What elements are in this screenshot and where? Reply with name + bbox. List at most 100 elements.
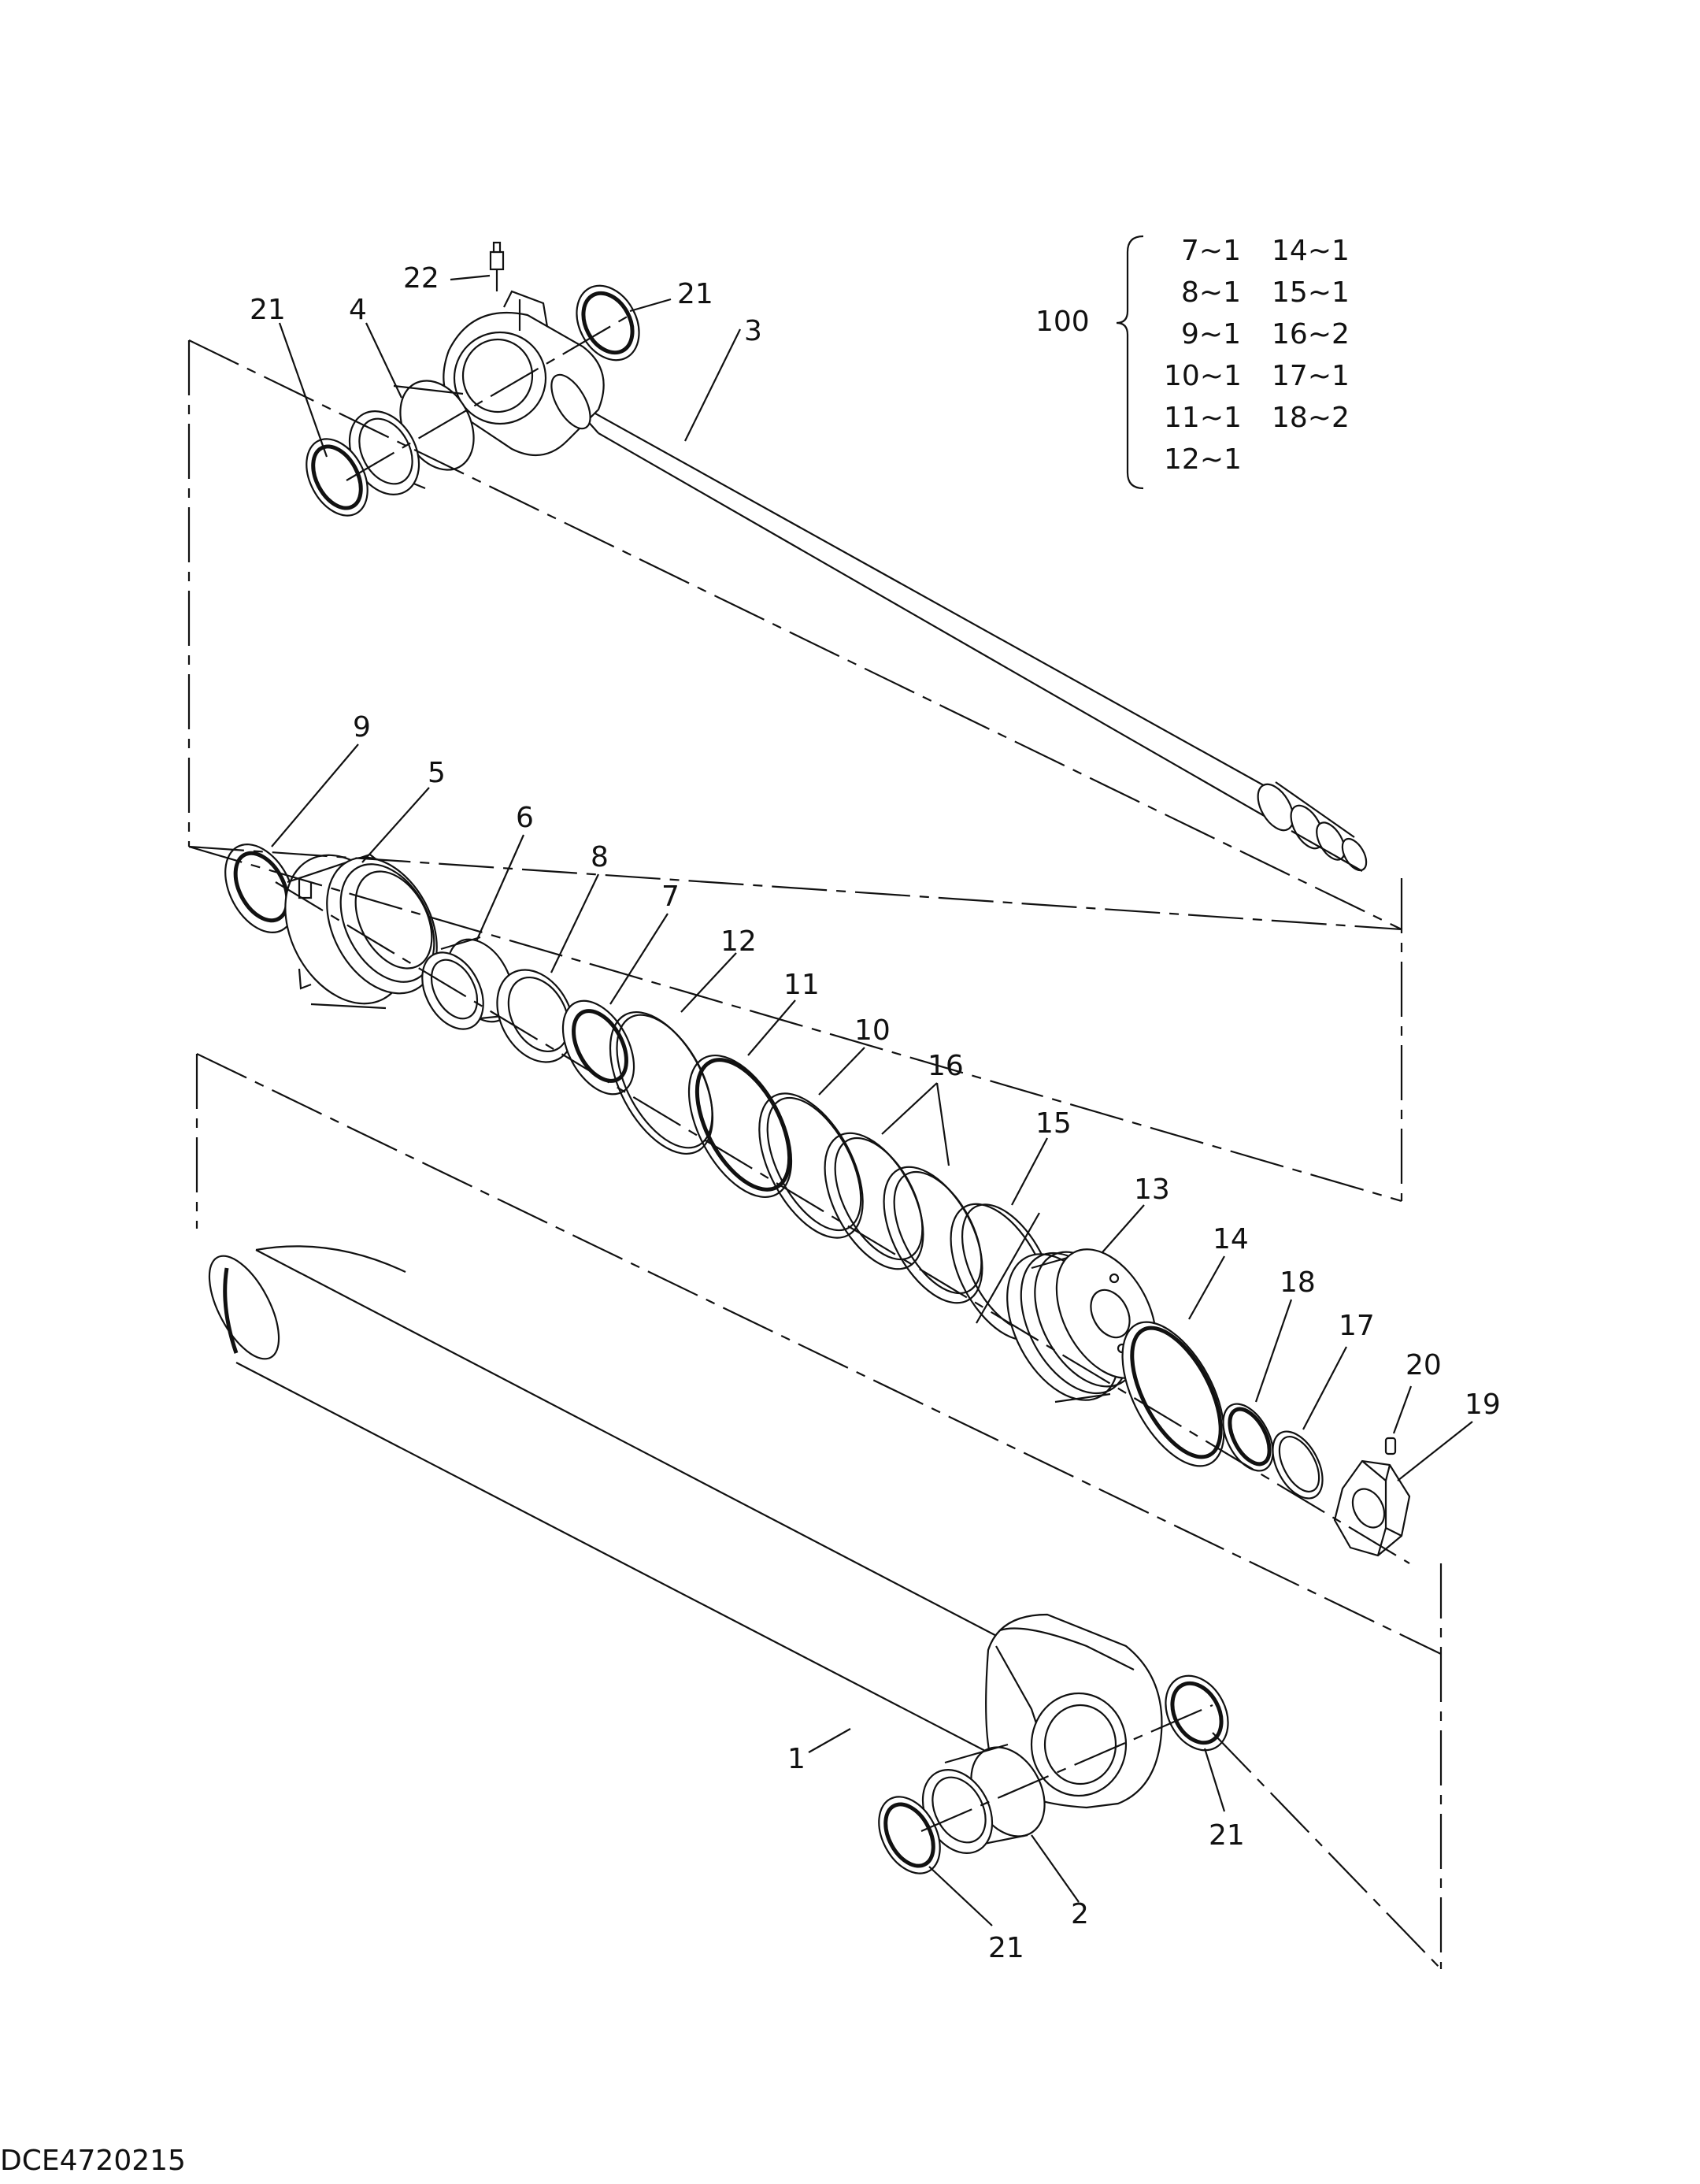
kit-qty: 1 [1224,443,1242,476]
slide-ring-part-16-b [883,1166,983,1304]
callout-15: 15 [1035,1107,1072,1140]
kit-qty: 1 [1331,235,1350,267]
callout-22: 22 [403,262,439,295]
kit-sep: ~ [1308,318,1331,350]
bushing-part-4 [348,380,475,495]
kit-part: 10 [1164,360,1200,392]
kit-part: 17 [1272,360,1308,392]
callout-2: 2 [1071,1898,1089,1930]
callout-21-tube-left: 21 [988,1932,1024,1964]
callout-21-tube-right: 21 [1209,1819,1245,1852]
kit-part: 15 [1272,276,1308,309]
backup-ring-part-18 [1222,1403,1274,1472]
svg-text:14~1: 14~1 [1272,235,1350,267]
kit-part: 8 [1181,276,1199,309]
kit-qty: 1 [1224,402,1242,434]
kit-part: 7 [1181,235,1199,267]
kit-brace [1116,235,1144,490]
dust-seal-part-9 [224,844,295,933]
kit-sep: ~ [1200,443,1224,476]
svg-text:15~1: 15~1 [1272,276,1350,309]
kit-qty: 1 [1223,318,1241,350]
dust-seal-part-21-tube-left [878,1796,941,1874]
callout-7: 7 [661,881,680,913]
dust-seal-part-21-rod-right [576,284,640,362]
ring-part-11 [687,1054,793,1199]
callout-8: 8 [591,841,609,873]
svg-text:12~1: 12~1 [1164,443,1242,476]
callout-11: 11 [783,969,820,1001]
svg-text:9~1: 9~1 [1181,318,1241,350]
kit-number: 100 [1035,306,1090,338]
kit-sep: ~ [1200,402,1224,434]
callout-20: 20 [1406,1349,1442,1381]
o-ring-part-17 [1272,1430,1324,1500]
kit-sep: ~ [1308,235,1331,267]
kit-qty: 1 [1331,276,1350,309]
callout-21-rod-left: 21 [250,294,286,326]
document-code: DCE4720215 [0,2145,186,2177]
leader-lines [271,274,1473,1926]
kit-sep: ~ [1199,276,1223,309]
seal-ring-part-14 [1121,1321,1225,1467]
svg-text:8~1: 8~1 [1181,276,1241,309]
callout-9: 9 [353,711,371,743]
callout-17: 17 [1339,1310,1375,1342]
kit-part: 12 [1164,443,1200,476]
kit-column-right: 14~1 15~1 16~2 17~1 18~2 [1272,235,1350,434]
svg-text:17~1: 17~1 [1272,360,1350,392]
kit-sep: ~ [1308,276,1331,309]
callout-12: 12 [720,925,757,958]
cylinder-tube-part-1 [208,1245,1163,1809]
kit-qty: 2 [1331,318,1350,350]
nut-part-19 [1333,1459,1411,1557]
seal-kit-legend: 100 7~1 8~1 9~1 10~1 11~1 12~1 14~1 15~1… [1035,235,1350,490]
dust-seal-part-21-rod-left [306,438,369,517]
svg-text:18~2: 18~2 [1272,402,1350,434]
kit-part: 9 [1181,318,1199,350]
callout-19: 19 [1465,1389,1501,1421]
callout-10: 10 [854,1014,891,1047]
callout-16: 16 [928,1050,964,1082]
kit-part: 16 [1272,318,1308,350]
ring-part-8 [496,969,575,1063]
kit-sep: ~ [1199,235,1223,267]
kit-sep: ~ [1308,402,1331,434]
callout-5: 5 [428,757,446,789]
callout-6: 6 [516,802,534,834]
ring-part-10 [758,1092,864,1239]
callout-13: 13 [1134,1174,1170,1206]
kit-sep: ~ [1200,360,1224,392]
dust-seal-part-21-tube-right [1165,1674,1229,1752]
kit-part: 18 [1272,402,1308,434]
piston-rod-part-3 [443,290,1368,872]
callout-labels: 22 21 21 4 3 9 5 6 8 7 12 11 10 16 15 13… [250,262,1501,1964]
kit-column-left: 7~1 8~1 9~1 10~1 11~1 12~1 [1164,235,1242,476]
kit-qty: 2 [1331,402,1350,434]
kit-qty: 1 [1223,235,1241,267]
kit-part: 14 [1272,235,1308,267]
svg-text:11~1: 11~1 [1164,402,1242,434]
kit-qty: 1 [1331,360,1350,392]
kit-qty: 1 [1223,276,1241,309]
cylinder-head-part-5 [284,853,438,1010]
kit-sep: ~ [1308,360,1331,392]
svg-text:10~1: 10~1 [1164,360,1242,392]
callout-14: 14 [1213,1223,1249,1255]
callout-18: 18 [1280,1266,1316,1299]
assembly-axis-lines [187,314,1443,1970]
kit-qty: 1 [1224,360,1242,392]
piston-part-13 [1006,1248,1157,1403]
set-screw-part-20 [1384,1437,1397,1455]
callout-21-rod-right: 21 [677,278,713,310]
grease-fitting-part-22 [489,241,505,291]
kit-sep: ~ [1199,318,1223,350]
bushing-part-2 [921,1743,1046,1854]
slide-ring-part-16-a [824,1132,924,1270]
callout-1: 1 [787,1743,806,1775]
callout-3: 3 [744,315,762,347]
callout-4: 4 [349,294,367,326]
svg-text:7~1: 7~1 [1181,235,1241,267]
kit-part: 11 [1164,402,1200,434]
